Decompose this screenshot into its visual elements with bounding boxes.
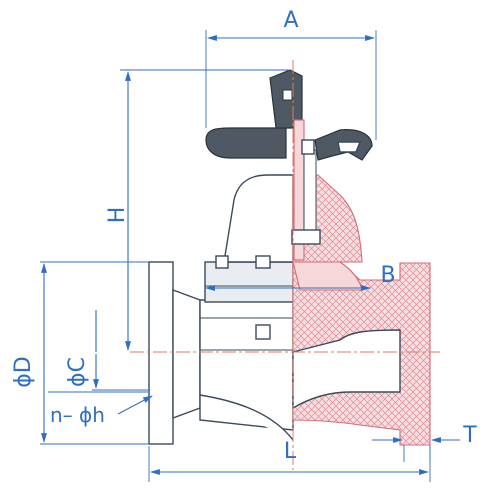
bonnet-nut-mid <box>255 255 271 269</box>
section-diaphragm <box>292 261 363 291</box>
handwheel-right-grip <box>337 141 362 153</box>
dimension-l: L <box>148 439 431 482</box>
dimension-phi-d: ϕD <box>11 261 149 445</box>
section-nut-small <box>301 139 315 155</box>
left-flange <box>148 261 174 445</box>
section-bore <box>292 329 401 410</box>
dimension-label-b: B <box>380 263 395 288</box>
dimension-h: H <box>105 69 290 351</box>
dimension-label-a: A <box>283 8 298 33</box>
body-nut <box>255 324 271 340</box>
handwheel-cap-nut <box>282 89 293 101</box>
dimension-b: B <box>205 263 396 291</box>
dimension-label-h: H <box>105 207 130 224</box>
section-stem-inner <box>303 149 317 231</box>
dimension-phi-c: ϕC <box>65 310 149 391</box>
body-lower-curve <box>199 394 294 441</box>
handwheel-rim <box>205 127 287 159</box>
valve-section-right <box>291 119 431 446</box>
dimension-label-phi-d: ϕD <box>11 356 36 387</box>
handwheel <box>205 69 373 161</box>
dimension-t: T <box>372 423 477 462</box>
bolt-hole-callout: n– ϕh <box>48 391 153 427</box>
dimension-label-n-phi-h: n– ϕh <box>50 403 105 427</box>
bonnet-nut-left <box>215 255 229 269</box>
bonnet-housing <box>223 174 294 263</box>
section-compressor <box>291 229 321 245</box>
dimension-a: A <box>205 8 377 140</box>
valve-body-left <box>148 174 294 445</box>
dimension-label-l: L <box>284 439 297 464</box>
left-flange-neck <box>172 288 201 420</box>
dimension-label-phi-c: ϕC <box>65 357 90 387</box>
dimension-label-t: T <box>462 423 477 448</box>
